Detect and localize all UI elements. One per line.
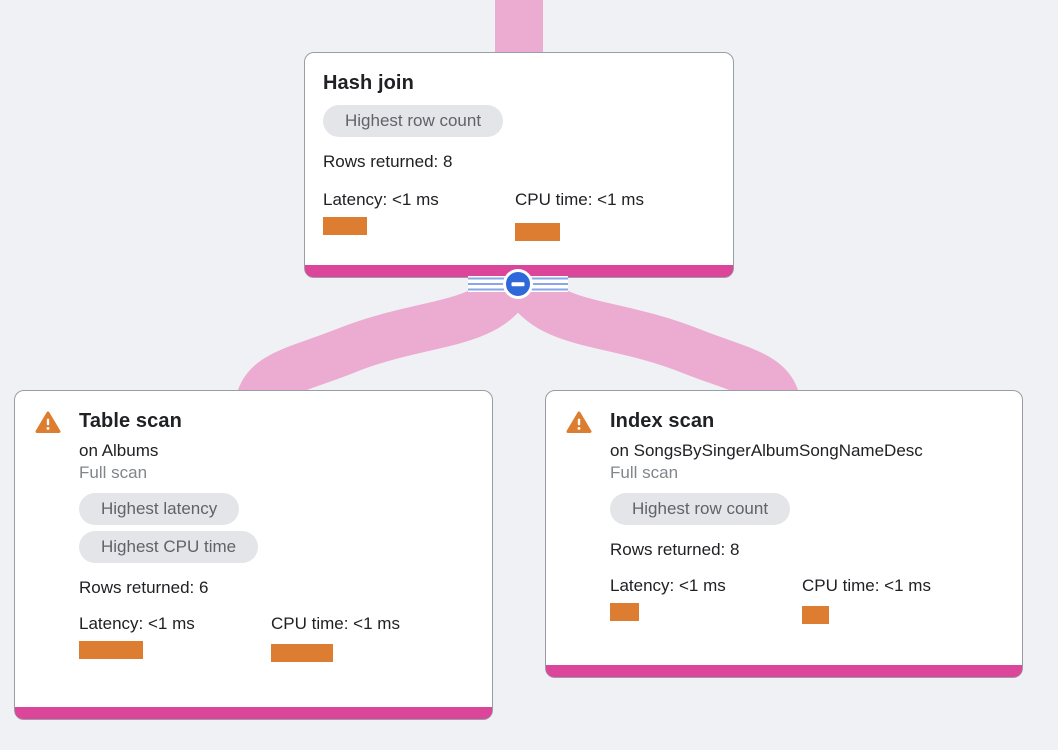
- cpu-bar: [515, 223, 560, 241]
- collapse-button[interactable]: [503, 269, 533, 299]
- metrics-row: Latency: <1 ms CPU time: <1 ms: [610, 575, 1004, 624]
- highlight-badge: Highest latency: [79, 493, 240, 525]
- badge-list: Highest row count: [323, 105, 715, 143]
- cpu-bar: [271, 644, 333, 662]
- node-title: Table scan: [79, 410, 182, 432]
- scan-mode: Full scan: [610, 463, 679, 482]
- rows-returned-text: Rows returned: 6: [79, 578, 209, 597]
- latency-bar: [323, 217, 367, 235]
- warning-icon: [35, 411, 61, 433]
- badge-list: Highest row count: [610, 493, 1004, 531]
- cpu-bar: [802, 606, 829, 624]
- latency-label: Latency: <1 ms: [610, 576, 726, 595]
- edge-left-child: [234, 262, 539, 412]
- cpu-label: CPU time: <1 ms: [271, 614, 400, 633]
- latency-bar: [79, 641, 143, 659]
- node-title: Hash join: [323, 72, 414, 94]
- latency-label: Latency: <1 ms: [323, 190, 439, 209]
- warning-icon: [566, 411, 592, 433]
- cpu-metric: CPU time: <1 ms: [515, 189, 715, 241]
- scan-target: on Albums: [79, 441, 159, 460]
- scan-mode: Full scan: [79, 463, 148, 482]
- latency-label: Latency: <1 ms: [79, 614, 195, 633]
- latency-metric: Latency: <1 ms: [610, 575, 802, 624]
- cpu-metric: CPU time: <1 ms: [802, 575, 1004, 624]
- minus-icon: [511, 282, 525, 286]
- latency-metric: Latency: <1 ms: [323, 189, 515, 241]
- badge-list: Highest latency Highest CPU time: [79, 493, 474, 569]
- node-card-hash-join[interactable]: Hash join Highest row count Rows returne…: [304, 52, 734, 278]
- cpu-metric: CPU time: <1 ms: [271, 613, 474, 662]
- node-accent-bar: [546, 665, 1022, 677]
- node-title: Index scan: [610, 410, 715, 432]
- highlight-badge: Highest row count: [610, 493, 791, 525]
- rows-returned-text: Rows returned: 8: [323, 152, 453, 171]
- metrics-row: Latency: <1 ms CPU time: <1 ms: [323, 189, 715, 241]
- highlight-badge: Highest row count: [323, 105, 504, 137]
- latency-metric: Latency: <1 ms: [79, 613, 271, 662]
- scan-target: on SongsBySingerAlbumSongNameDesc: [610, 441, 923, 460]
- edge-right-child: [497, 262, 802, 412]
- cpu-label: CPU time: <1 ms: [802, 576, 931, 595]
- rows-returned-text: Rows returned: 8: [610, 540, 740, 559]
- node-accent-bar: [15, 707, 492, 719]
- cpu-label: CPU time: <1 ms: [515, 190, 644, 209]
- node-card-table-scan[interactable]: Table scan on Albums Full scan Highest l…: [14, 390, 493, 720]
- metrics-row: Latency: <1 ms CPU time: <1 ms: [79, 613, 474, 662]
- node-card-index-scan[interactable]: Index scan on SongsBySingerAlbumSongName…: [545, 390, 1023, 678]
- highlight-badge: Highest CPU time: [79, 531, 259, 563]
- latency-bar: [610, 603, 639, 621]
